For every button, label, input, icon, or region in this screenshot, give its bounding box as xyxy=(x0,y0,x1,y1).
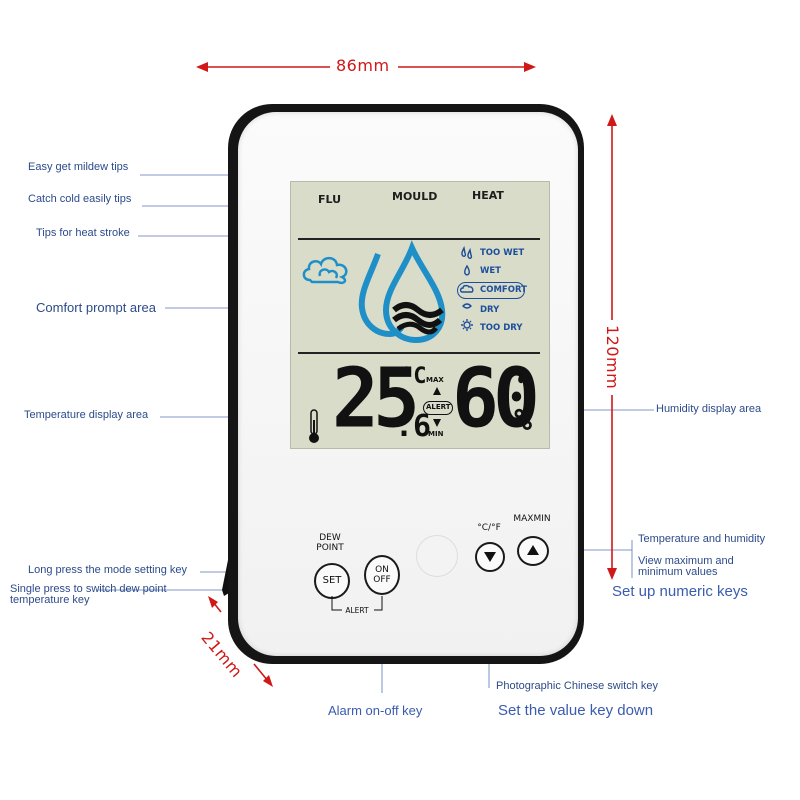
cloud-icon xyxy=(302,256,348,285)
maxmin-label: MAXMIN xyxy=(513,514,551,524)
alert-indicator-outline xyxy=(423,401,453,415)
min-arrow-icon xyxy=(433,419,441,427)
thermometer-icon xyxy=(309,409,319,443)
callout-photographic: Photographic Chinese switch key xyxy=(496,680,659,692)
humidity-drop-icon xyxy=(518,372,532,392)
callout-temp-humidity: Temperature and humidity xyxy=(638,533,766,545)
status-selected-outline xyxy=(457,282,525,299)
comfort-icon xyxy=(459,284,474,293)
water-drop-icon xyxy=(358,240,446,344)
max-indicator: MAX xyxy=(426,376,444,384)
alert-bracket-label: ALERT xyxy=(345,606,369,615)
on-off-button-label: ON OFF xyxy=(373,565,391,585)
flu-label: FLU xyxy=(318,193,342,206)
temperature-main: 25 xyxy=(332,351,420,447)
set-button[interactable]: SET xyxy=(314,563,350,599)
status-dry: DRY xyxy=(480,305,500,315)
set-button-label: SET xyxy=(322,575,342,586)
status-wet: WET xyxy=(480,266,501,276)
up-arrow-icon xyxy=(527,545,539,555)
status-too-wet: TOO WET xyxy=(480,248,525,258)
too-wet-icon xyxy=(461,245,473,259)
callout-humidity: Humidity display area xyxy=(656,403,762,415)
on-off-button[interactable]: ON OFF xyxy=(364,555,400,595)
status-comfort: COMFORT xyxy=(480,285,527,295)
callout-heat: Tips for heat stroke xyxy=(36,227,130,239)
width-dimension-label: 86mm xyxy=(336,56,390,75)
callout-temperature: Temperature display area xyxy=(24,409,149,421)
callout-view-maxmin: View maximum and minimum values xyxy=(638,555,734,578)
down-button[interactable] xyxy=(475,542,505,572)
too-dry-icon xyxy=(463,321,471,329)
min-indicator: MIN xyxy=(428,430,444,438)
light-sensor xyxy=(416,535,458,577)
callout-set-value-down: Set the value key down xyxy=(498,702,654,719)
humidity-unit: % xyxy=(514,403,533,438)
callout-cold: Catch cold easily tips xyxy=(28,193,132,205)
max-arrow-icon xyxy=(433,387,441,395)
up-button[interactable] xyxy=(517,536,549,566)
dry-icon xyxy=(462,303,472,309)
alert-indicator: ALERT xyxy=(426,403,451,411)
status-icons xyxy=(459,245,474,331)
temperature-decimal: .6 xyxy=(395,409,432,444)
callout-long-press: Long press the mode setting key xyxy=(28,564,187,576)
callout-single-press: Single press to switch dew point tempera… xyxy=(10,583,167,606)
callout-comfort: Comfort prompt area xyxy=(36,300,156,315)
status-too-dry: TOO DRY xyxy=(480,323,523,333)
cf-label: °C/°F xyxy=(477,523,501,533)
callout-mildew: Easy get mildew tips xyxy=(28,161,129,173)
callout-set-up-numeric: Set up numeric keys xyxy=(612,583,748,600)
wet-icon xyxy=(464,264,470,276)
mould-label: MOULD xyxy=(392,190,438,203)
heat-label: HEAT xyxy=(472,189,504,202)
callout-alarm: Alarm on-off key xyxy=(328,703,423,718)
dew-point-label: DEW POINT xyxy=(316,533,344,553)
lcd-divider-top xyxy=(298,238,540,240)
height-dimension-label: 120mm xyxy=(603,325,622,390)
alert-bracket xyxy=(331,596,383,611)
down-arrow-icon xyxy=(484,552,496,562)
temperature-unit: °C xyxy=(400,364,427,389)
lcd-divider-bottom xyxy=(298,352,540,354)
humidity-value: 60 xyxy=(452,351,540,447)
